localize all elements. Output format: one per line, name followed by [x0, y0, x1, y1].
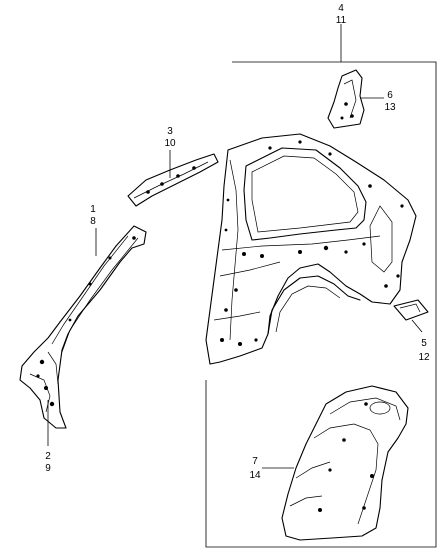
quarter-inner-panel-part — [205, 133, 417, 365]
wheelhouse-part — [281, 385, 409, 541]
assembly-frame — [205, 61, 437, 548]
callout-1-8-line-1: 1 — [90, 204, 96, 215]
a-pillar-inner-part — [19, 225, 147, 429]
callout-4-11-line-2: 11 — [336, 15, 347, 26]
callout-4-11-line-1: 4 — [338, 3, 344, 14]
callout-7-14-line-1: 7 — [252, 456, 258, 467]
callout-2-9: 2 9 — [45, 451, 51, 474]
callout-6-13: 6 13 — [384, 90, 396, 113]
callout-5-12: 5 12 — [418, 338, 430, 363]
roof-rail-inner-part — [127, 153, 219, 207]
callout-4-11: 4 11 — [336, 3, 347, 26]
pad-part — [393, 299, 429, 321]
callout-2-9-line-1: 2 — [45, 451, 51, 462]
leader-lines — [47, 24, 423, 469]
callout-7-14-line-2: 14 — [249, 470, 261, 481]
callout-7-14: 7 14 — [249, 456, 261, 481]
callout-5-12-line-2: 12 — [418, 352, 430, 363]
callout-3-10: 3 10 — [164, 126, 176, 149]
callout-3-10-line-1: 3 — [167, 126, 173, 137]
callout-6-13-line-2: 13 — [384, 102, 396, 113]
callout-5-12-line-1: 5 — [421, 338, 427, 349]
callout-2-9-line-2: 9 — [45, 463, 51, 474]
callout-6-13-line-1: 6 — [387, 90, 393, 101]
callout-3-10-line-2: 10 — [164, 138, 176, 149]
upper-bracket-part — [327, 69, 365, 129]
callout-1-8-line-2: 8 — [90, 216, 96, 227]
callout-1-8: 1 8 — [90, 204, 96, 227]
